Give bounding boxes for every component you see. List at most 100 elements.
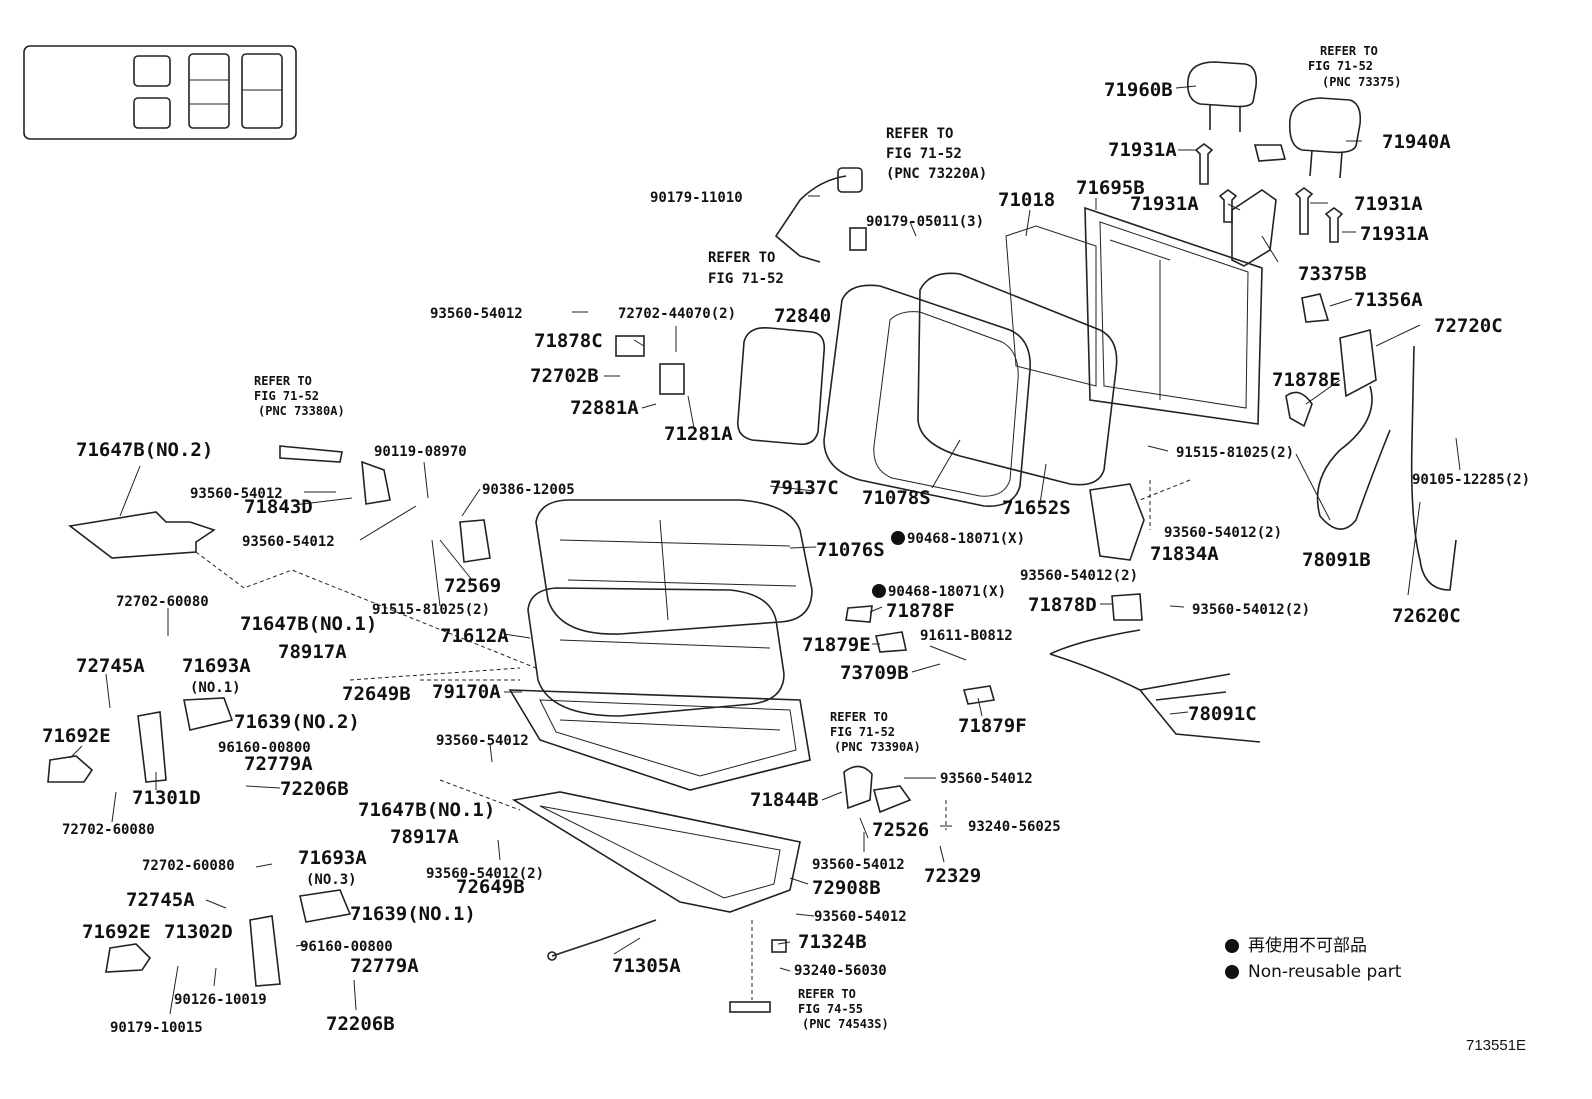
cushion-72840	[736, 326, 826, 446]
label-72206B-b: 72206B	[326, 1013, 395, 1035]
label-90386-12005: 90386-12005	[482, 482, 575, 498]
label-96160-00800-b: 96160-00800	[300, 939, 393, 955]
label-71695B: 71695B	[1076, 177, 1145, 199]
non-reusable-dot-1	[891, 531, 905, 545]
label-96160-00800-a: 96160-00800	[218, 740, 311, 756]
label-93240-56030: 93240-56030	[794, 963, 887, 979]
label-72702-60080-c: 72702-60080	[142, 858, 235, 874]
ref-5-line3: (PNC 73390A)	[834, 740, 921, 754]
label-71612A: 71612A	[440, 625, 509, 647]
label-71878D: 71878D	[1028, 594, 1097, 616]
cover-73375B	[1231, 189, 1277, 267]
label-72908B: 72908B	[812, 877, 881, 899]
label-72702-60080-b: 72702-60080	[62, 822, 155, 838]
seat-locator-icon	[23, 45, 297, 140]
ref-5-line2: FIG 71-52	[830, 725, 895, 739]
label-71931A-4: 71931A	[1360, 223, 1429, 245]
legend-en: Non-reusable part	[1248, 962, 1402, 982]
label-71639-NO1: 71639(NO.1)	[350, 903, 476, 925]
label-71356A: 71356A	[1354, 289, 1423, 311]
ref-3-line2: FIG 71-52	[708, 271, 784, 287]
ref-2-line1: REFER TO	[886, 126, 953, 142]
ref-2-line2: FIG 71-52	[886, 146, 962, 162]
label-71647B-NO1-b: 71647B(NO.1)	[358, 799, 495, 821]
label-71301D: 71301D	[132, 787, 201, 809]
legend-jp: 再使用不可部品	[1248, 935, 1367, 956]
label-71940A: 71940A	[1382, 131, 1451, 153]
label-72206B-a: 72206B	[280, 778, 349, 800]
label-93560-54012-a: 93560-54012	[430, 306, 523, 322]
label-71647B-NO1-a: 71647B(NO.1)	[240, 613, 377, 635]
label-90119-08970: 90119-08970	[374, 444, 467, 460]
label-90468-18071-a: 90468-18071(X)	[907, 531, 1025, 547]
label-93560-54012-2b: 93560-54012(2)	[1020, 568, 1138, 584]
cables	[1049, 345, 1457, 743]
label-71834A: 71834A	[1150, 543, 1219, 565]
ref-1-line1: REFER TO	[1320, 44, 1378, 58]
misc-parts	[47, 293, 1377, 1013]
label-71960B: 71960B	[1104, 79, 1173, 101]
label-91515-81025-b: 91515-81025(2)	[372, 602, 490, 618]
ref-5-line1: REFER TO	[830, 710, 888, 724]
ref-6-line2: FIG 74-55	[798, 1002, 863, 1016]
label-72702-44070: 72702-44070(2)	[618, 306, 736, 322]
label-91611-B0812: 91611-B0812	[920, 628, 1013, 644]
part-labels: 71960B 71931A 71940A 71931A 71931A 71931…	[42, 79, 1530, 1036]
floor-mat-71647B	[68, 511, 216, 559]
label-71878C: 71878C	[534, 330, 603, 352]
seat-back-frame	[1005, 206, 1263, 425]
label-72620C: 72620C	[1392, 605, 1461, 627]
label-71692E-a: 71692E	[42, 725, 111, 747]
label-72745A-b: 72745A	[126, 889, 195, 911]
ref-4-line1: REFER TO	[254, 374, 312, 388]
leader-lines	[69, 85, 1461, 1015]
label-78091B: 78091B	[1302, 549, 1371, 571]
label-71647B-NO2: 71647B(NO.2)	[76, 439, 213, 461]
label-72526: 72526	[872, 819, 929, 841]
label-71844B: 71844B	[750, 789, 819, 811]
label-72779A-b: 72779A	[350, 955, 419, 977]
ref-notes: REFER TO FIG 71-52 (PNC 73375) REFER TO …	[254, 44, 1401, 1031]
label-71693A-a: 71693A	[182, 655, 251, 677]
label-90468-18071-b: 90468-18071(X)	[888, 584, 1006, 600]
ref-4-line3: (PNC 73380A)	[258, 404, 345, 418]
label-71931A-2: 71931A	[1130, 193, 1199, 215]
label-71076S: 71076S	[816, 539, 885, 561]
label-90126-10019: 90126-10019	[174, 992, 267, 1008]
ref-1-line2: FIG 71-52	[1308, 59, 1373, 73]
headrest-71960B	[1186, 61, 1258, 132]
label-72840: 72840	[774, 305, 831, 327]
seat-back-71078S	[823, 284, 1031, 507]
label-78091C: 78091C	[1188, 703, 1257, 725]
seat-back-71652S	[917, 272, 1118, 486]
ref-1-line3: (PNC 73375)	[1322, 75, 1401, 89]
headrest-guides	[1194, 143, 1344, 243]
headrest-71940A	[1288, 97, 1362, 179]
non-reusable-markers	[872, 531, 1239, 979]
label-72649B-a: 72649B	[342, 683, 411, 705]
label-NO3: (NO.3)	[306, 872, 357, 888]
label-71931A-3: 71931A	[1354, 193, 1423, 215]
label-93560-54012-c: 93560-54012	[242, 534, 335, 550]
label-73709B: 73709B	[840, 662, 909, 684]
legend-dot-jp	[1225, 939, 1239, 953]
label-71281A: 71281A	[664, 423, 733, 445]
label-78917A-a: 78917A	[278, 641, 347, 663]
label-73375B: 73375B	[1298, 263, 1367, 285]
label-72569: 72569	[444, 575, 501, 597]
label-72702-60080-a: 72702-60080	[116, 594, 209, 610]
label-72329: 72329	[924, 865, 981, 887]
label-93560-54012-f: 93560-54012	[812, 857, 905, 873]
seat-cushion-pad-71612A	[527, 587, 785, 717]
label-93560-54012-2c: 93560-54012(2)	[1192, 602, 1310, 618]
ref-2-line3: (PNC 73220A)	[886, 166, 987, 182]
label-72720C: 72720C	[1434, 315, 1503, 337]
label-90179-11010: 90179-11010	[650, 190, 743, 206]
label-93560-54012-b: 93560-54012	[190, 486, 283, 502]
legend-dot-en	[1225, 965, 1239, 979]
legend: 再使用不可部品 Non-reusable part	[1248, 935, 1402, 982]
label-79170A: 79170A	[432, 681, 501, 703]
ref-6-line3: (PNC 74543S)	[802, 1017, 889, 1031]
label-79137C: 79137C	[770, 477, 839, 499]
